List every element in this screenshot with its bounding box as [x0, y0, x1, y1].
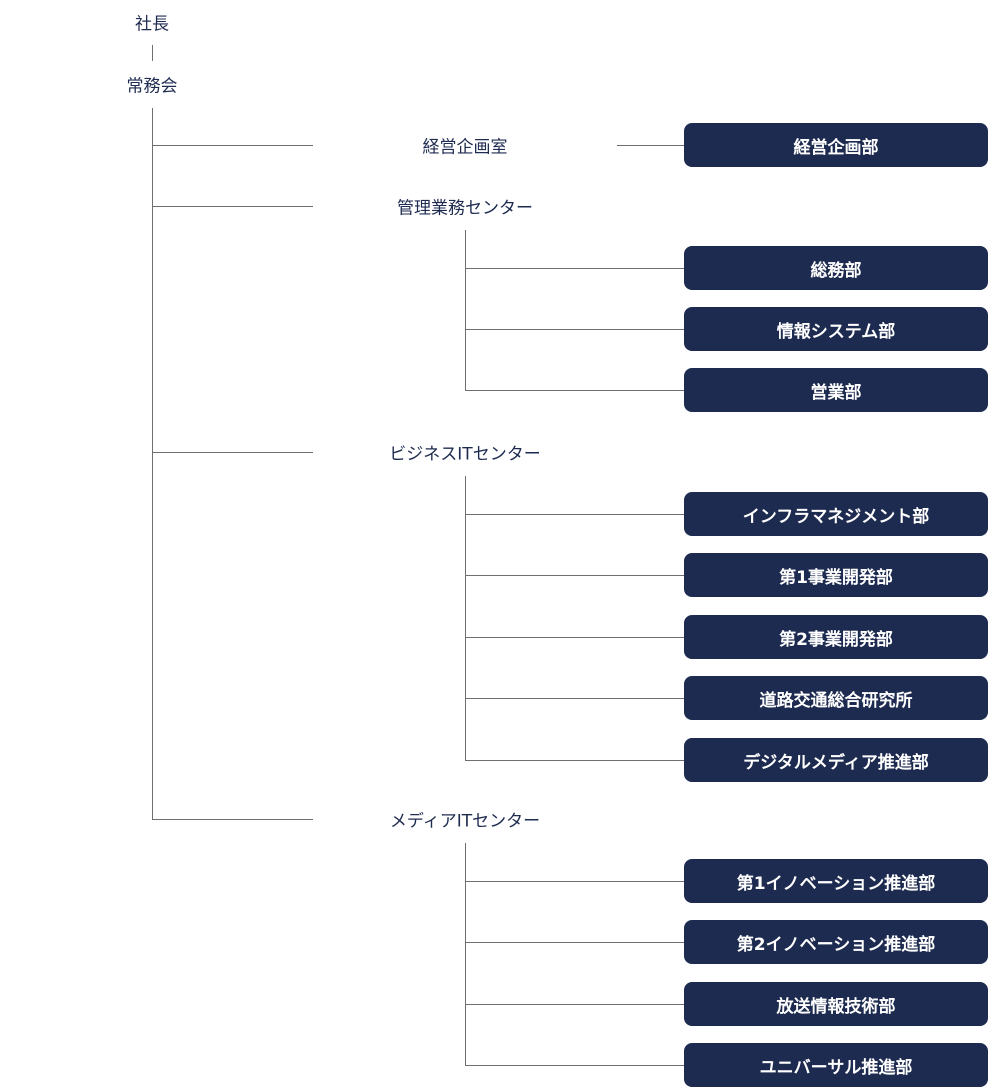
president-label: 社長: [135, 14, 169, 35]
dept-joho-system-bu[interactable]: 情報システム部: [684, 307, 988, 351]
dept-infra-management-bu[interactable]: インフラマネジメント部: [684, 492, 988, 536]
dept-keiei-kikaku-bu[interactable]: 経営企画部: [684, 123, 988, 167]
dept-hoso-joho-gijutsu-bu[interactable]: 放送情報技術部: [684, 982, 988, 1026]
division-keiei-kikaku-shitsu: 経営企画室: [422, 137, 508, 158]
branch-line: [152, 206, 313, 207]
group-line: [465, 843, 466, 1065]
branch-line: [465, 881, 684, 882]
branch-line: [465, 575, 684, 576]
board-label: 常務会: [126, 76, 178, 97]
dept-somu-bu[interactable]: 総務部: [684, 246, 988, 290]
branch-line: [152, 145, 313, 146]
dept-dai2-jigyo-kaihatsu-bu[interactable]: 第2事業開発部: [684, 615, 988, 659]
dept-dai2-innovation-suishin-bu[interactable]: 第2イノベーション推進部: [684, 920, 988, 964]
division-business-it-center: ビジネスITセンター: [389, 444, 541, 465]
branch-line: [465, 268, 684, 269]
branch-line: [465, 390, 684, 391]
dept-digital-media-suishin-bu[interactable]: デジタルメディア推進部: [684, 738, 988, 782]
branch-line: [152, 452, 313, 453]
division-kanri-gyomu-center: 管理業務センター: [397, 198, 533, 219]
branch-line: [465, 698, 684, 699]
group-line: [465, 476, 466, 760]
group-line: [465, 230, 466, 391]
branch-line: [465, 329, 684, 330]
branch-line: [617, 145, 684, 146]
trunk-line: [152, 108, 153, 820]
branch-line: [465, 637, 684, 638]
connector-line: [152, 45, 153, 61]
dept-dai1-jigyo-kaihatsu-bu[interactable]: 第1事業開発部: [684, 553, 988, 597]
branch-line: [465, 760, 684, 761]
dept-dai1-innovation-suishin-bu[interactable]: 第1イノベーション推進部: [684, 859, 988, 903]
branch-line: [465, 1004, 684, 1005]
dept-eigyo-bu[interactable]: 営業部: [684, 368, 988, 412]
branch-line: [465, 514, 684, 515]
branch-line: [465, 942, 684, 943]
dept-universal-suishin-bu[interactable]: ユニバーサル推進部: [684, 1043, 988, 1087]
branch-line: [152, 819, 313, 820]
dept-doro-kotsu-soken[interactable]: 道路交通総合研究所: [684, 676, 988, 720]
branch-line: [465, 1065, 684, 1066]
division-media-it-center: メディアITセンター: [389, 811, 541, 832]
